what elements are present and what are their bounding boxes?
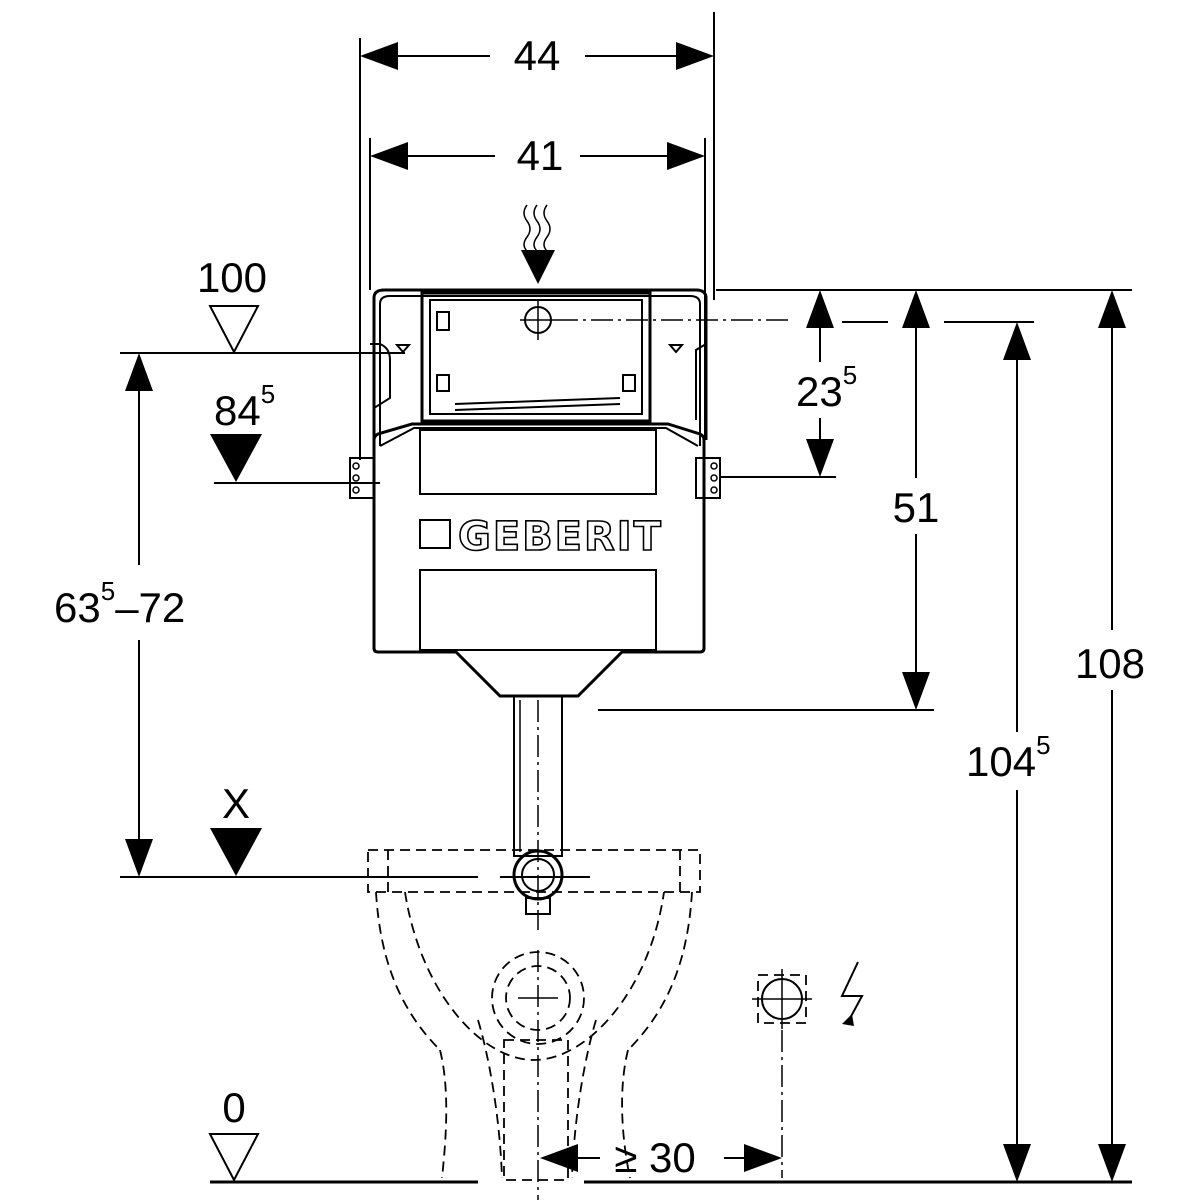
water-supply-icon (521, 204, 555, 284)
level-marker-0: 0 (208, 1084, 260, 1183)
dimension-height-to-top: 108 (1075, 290, 1145, 1182)
level-label-84-sup: 5 (261, 379, 275, 409)
svg-text:845: 845 (214, 379, 275, 434)
dimension-label-41: 41 (517, 132, 564, 179)
dimension-height-to-actuation: 1045 (966, 322, 1051, 1182)
dimension-frame-width: 41 (369, 132, 706, 440)
dimension-label-63-sup: 5 (101, 576, 115, 606)
dimension-label-51: 51 (893, 484, 940, 531)
electrical-bolt-icon (840, 961, 864, 1023)
reference-lines-right (210, 289, 1132, 1184)
dimension-label-44: 44 (514, 32, 561, 79)
level-marker-x: X (120, 780, 590, 878)
dimension-label-63: 63 (54, 584, 101, 631)
level-label-100: 100 (197, 254, 267, 301)
dimension-label-108: 108 (1075, 640, 1145, 687)
dimension-label-23-sup: 5 (843, 360, 857, 390)
level-label-84: 84 (214, 387, 261, 434)
level-marker-100: 100 (120, 254, 405, 355)
level-label-x: X (222, 780, 250, 827)
electrical-connection (752, 961, 864, 1178)
dimension-label-72: –72 (115, 584, 185, 631)
dimension-flush-pipe-range: 635–72 (54, 353, 185, 877)
dimension-tank-height: 51 (893, 290, 940, 710)
dimension-label-23: 23 (796, 368, 843, 415)
svg-text:635–72: 635–72 (54, 576, 185, 631)
flush-pipe (512, 695, 564, 930)
svg-text:235: 235 (796, 360, 857, 415)
brand-logo: GEBERIT (458, 514, 663, 560)
dimension-label-104: 104 (966, 738, 1036, 785)
level-marker-84-5: 845 (210, 379, 380, 484)
dimension-electrical-offset: ≥ 30 (540, 1134, 782, 1181)
dimension-actuation-offset: 235 (796, 290, 857, 477)
dimension-label-104-sup: 5 (1036, 730, 1050, 760)
cistern-tank: GEBERIT (372, 422, 706, 698)
svg-text:1045: 1045 (966, 730, 1051, 785)
level-label-0: 0 (222, 1084, 245, 1131)
mounting-bracket-left (349, 457, 375, 499)
toilet-bowl-outline (367, 849, 701, 1200)
mounting-bracket-right (695, 457, 721, 499)
dimension-label-30: ≥ 30 (614, 1134, 695, 1181)
cistern-frame (370, 288, 708, 446)
dimension-overall-width: 44 (359, 12, 715, 460)
